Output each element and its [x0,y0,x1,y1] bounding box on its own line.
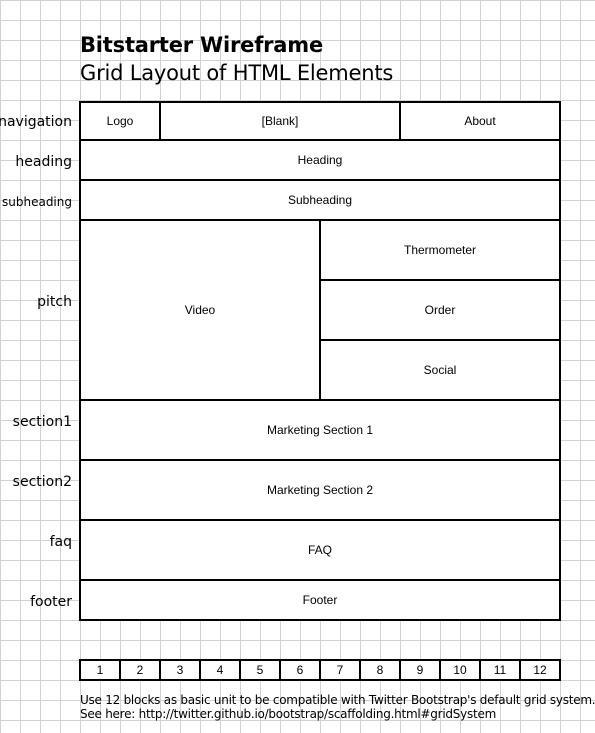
grid-column-11: 11 [479,659,521,681]
grid-note-line-1: Use 12 blocks as basic unit to be compat… [80,693,595,707]
order-block-label: Order [424,303,456,317]
logo-block: Logo [79,101,161,141]
grid-column-6: 6 [279,659,321,681]
marketing-section-1-label: Marketing Section 1 [266,423,374,437]
grid-column-7: 7 [319,659,361,681]
footer-block: Footer [79,579,561,621]
row-label-navigation: navigation [0,114,72,130]
row-label-section2: section2 [12,474,72,490]
social-block: Social [319,339,561,401]
grid-column-5: 5 [239,659,281,681]
grid-column-2: 2 [119,659,161,681]
blank-block-label: [Blank] [261,114,299,128]
row-label-footer: footer [30,594,72,610]
about-block: About [399,101,561,141]
page-subtitle: Grid Layout of HTML Elements [80,61,394,85]
heading-block: Heading [79,139,561,181]
row-label-subheading: subheading [2,195,72,209]
video-block: Video [79,219,321,401]
row-label-heading: heading [15,154,72,170]
grid-column-8: 8 [359,659,401,681]
grid-column-9: 9 [399,659,441,681]
thermometer-block: Thermometer [319,219,561,281]
marketing-section-1-block: Marketing Section 1 [79,399,561,461]
blank-block: [Blank] [159,101,401,141]
faq-block: FAQ [79,519,561,581]
faq-block-label: FAQ [307,543,332,557]
logo-block-label: Logo [106,114,134,128]
grid-column-10: 10 [439,659,481,681]
grid-column-12: 12 [519,659,561,681]
about-block-label: About [464,114,496,128]
grid-note-line-2: See here: http://twitter.github.io/boots… [80,707,497,721]
grid-column-3: 3 [159,659,201,681]
subheading-block-label: Subheading [287,193,353,207]
row-label-pitch: pitch [37,294,72,310]
heading-block-label: Heading [297,153,343,167]
row-label-section1: section1 [12,414,72,430]
order-block: Order [319,279,561,341]
marketing-section-2-block: Marketing Section 2 [79,459,561,521]
thermometer-block-label: Thermometer [403,243,477,257]
page-title: Bitstarter Wireframe [80,33,324,57]
social-block-label: Social [423,363,457,377]
video-block-label: Video [184,303,216,317]
grid-column-4: 4 [199,659,241,681]
marketing-section-2-label: Marketing Section 2 [266,483,374,497]
subheading-block: Subheading [79,179,561,221]
footer-block-label: Footer [302,593,338,607]
grid-column-1: 1 [79,659,121,681]
row-label-faq: faq [49,534,72,550]
